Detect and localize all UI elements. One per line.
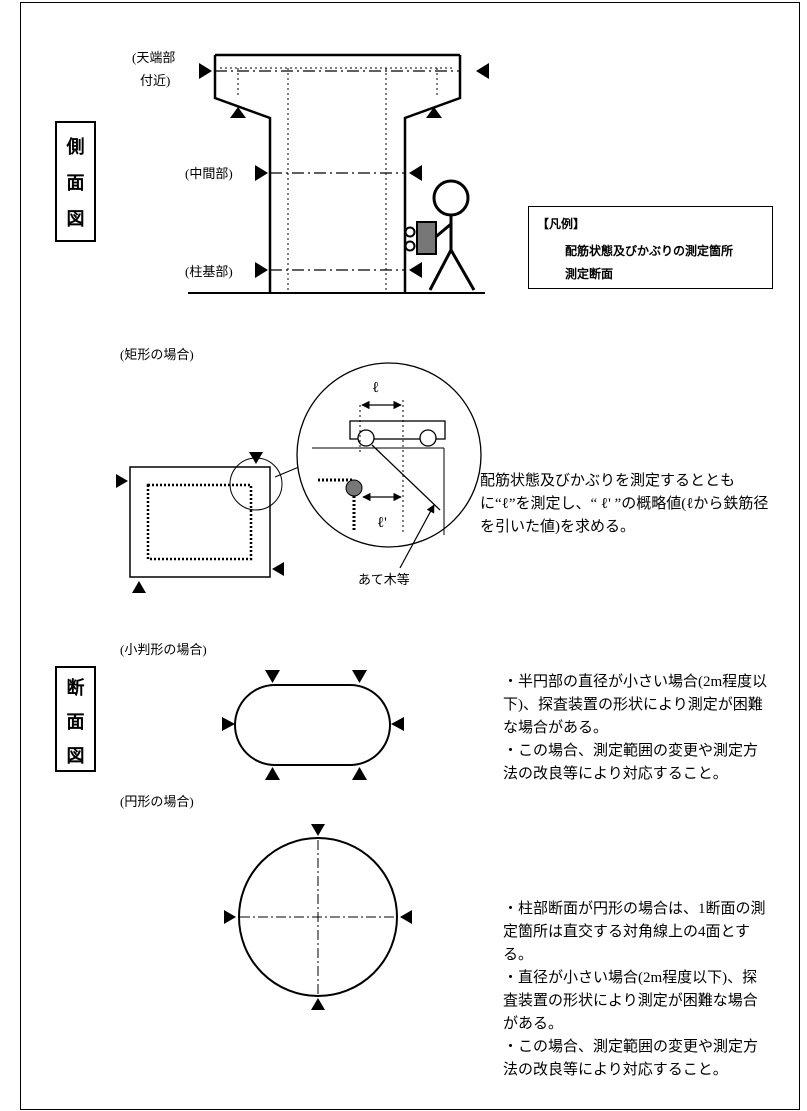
right-pointer-icon [476,63,489,79]
right-pointer-icon [409,165,422,181]
circle-notes: ・柱部断面が円形の場合は、1断面の測定箇所は直交する対角線上の4面とする。 ・直… [503,898,771,1082]
ell-label: ℓ [372,380,379,396]
circle-marker-left-icon [224,910,236,924]
page-frame [20,2,800,1110]
label-top-area-1: (天端部 [132,50,175,65]
wood-pointer-arrow [399,504,435,569]
oval-marker-bottom-right-icon [352,767,367,780]
rect-marker-bottom-icon [132,581,146,593]
measurement-section-base [255,262,422,278]
circle-marker-right-icon [400,910,412,924]
oval-title: (小判形の場合) [120,642,207,657]
legend-line-label: 測定断面 [565,267,614,281]
rect-marker-left-icon [116,474,128,488]
circle-note-2: ・直径が小さい場合(2m程度以下)、探査装置の形状により測定が困難な場合がある。 [503,970,758,1032]
label-top-area-2: 付近) [140,73,170,88]
left-pointer-icon [255,165,268,181]
rect-note-text: 配筋状態及びかぶりを測定するとともに“ℓ”を測定し、“ ℓ' ”の概略値(ℓから… [480,473,769,535]
heading-char: 図 [66,209,85,230]
pier-side-elevation [188,53,485,294]
section-view-heading: 断 面 図 [55,666,96,772]
measure-point-marker-icon [230,107,246,118]
heading-char: 図 [66,746,85,767]
rect-marker-right-icon [272,562,284,576]
measure-point-marker-icon [426,107,442,118]
heading-char: 断 [66,678,85,699]
oval-note-1: ・半円部の直径が小さい場合(2m程度以下)、探査装置の形状により測定が困難な場合… [503,674,768,736]
oval-note-2: ・この場合、測定範囲の変更や測定方法の改良等により対応すること。 [503,743,759,782]
legend-marker-label: 配筋状態及びかぶりの測定箇所 [565,244,734,258]
measurement-section-top [199,63,489,79]
rect-rebar [146,483,253,561]
circle-marker-bottom-icon [311,998,325,1010]
side-view-heading: 側 面 図 [55,121,96,242]
magnified-detail [296,362,482,548]
oval-marker-left-icon [222,717,235,731]
ell-prime-label: ℓ' [377,515,387,531]
circle-note-3: ・この場合、測定範囲の変更や測定方法の改良等により対応すること。 [503,1039,759,1078]
left-pointer-icon [199,63,212,79]
rect-note: 配筋状態及びかぶりを測定するとともに“ℓ”を測定し、“ ℓ' ”の概略値(ℓから… [480,470,775,539]
circle-marker-top-icon [311,824,325,836]
oval-marker-top-left-icon [265,670,280,683]
oval-marker-top-right-icon [352,670,367,683]
circle-note-1: ・柱部断面が円形の場合は、1断面の測定箇所は直交する対角線上の4面とする。 [503,901,766,963]
measurement-section-middle [255,165,422,181]
oval-marker-bottom-left-icon [265,767,280,780]
legend-box: 【凡例】 配筋状態及びかぶりの測定箇所 測定断面 [528,206,773,289]
label-middle: (中間部) [185,166,233,181]
heading-char: 面 [66,173,85,194]
wood-label: あて木等 [358,572,410,587]
inspector-figure-icon [404,179,476,291]
legend-title: 【凡例】 [537,217,586,231]
heading-char: 面 [66,712,85,733]
rect-section [129,466,271,578]
oval-marker-right-icon [391,717,404,731]
oval-section [234,684,391,766]
heading-char: 側 [66,137,85,158]
oval-notes: ・半円部の直径が小さい場合(2m程度以下)、探査装置の形状により測定が困難な場合… [503,671,771,786]
detail-callout-circle [229,457,283,511]
right-pointer-icon [409,262,422,278]
circle-title: (円形の場合) [120,794,194,809]
left-pointer-icon [255,262,268,278]
rect-title: (矩形の場合) [120,347,194,362]
label-base: (柱基部) [185,264,233,279]
